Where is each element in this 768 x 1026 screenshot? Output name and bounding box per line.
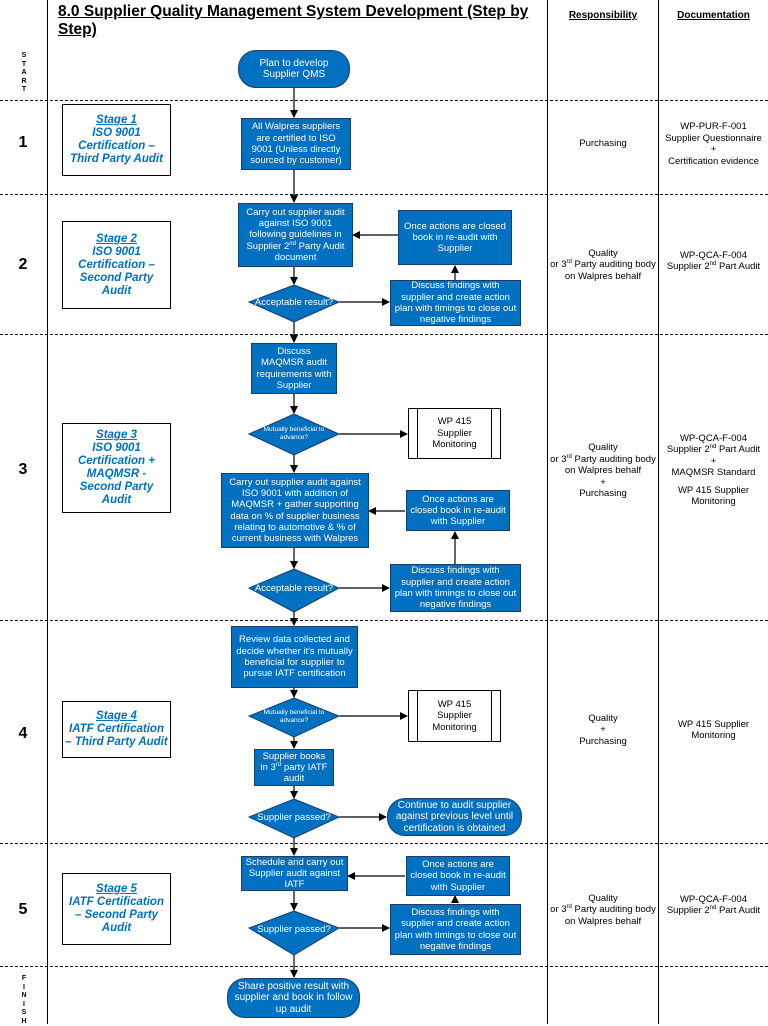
decision-diamond (247, 568, 341, 613)
documentation-row-2: WP-QCA-F-004 Supplier 2nd Part Audit (666, 249, 761, 273)
responsibility-row-2: Quality or 3rd Party auditing body on Wa… (550, 247, 656, 282)
start-node: Plan to develop Supplier QMS (238, 50, 350, 88)
responsibility-row-5: Quality or 3rd Party auditing body on Wa… (550, 892, 656, 927)
finish-node: Share positive result with supplier and … (227, 978, 360, 1018)
row-number-3: 3 (18, 461, 28, 478)
row-divider (0, 100, 768, 101)
stage-2-discuss-findings: Discuss findings with supplier and creat… (390, 280, 521, 326)
row-number-1: 1 (18, 134, 28, 151)
documentation-row-3: WP-QCA-F-004 Supplier 2nd Part Audit + M… (666, 432, 761, 508)
row-divider (0, 620, 768, 621)
stage-4-book-audit: Supplier books in 3rd party IATF audit (254, 749, 334, 786)
page-title: 8.0 Supplier Quality Management System D… (58, 3, 529, 38)
decision-diamond (247, 413, 341, 456)
stage-2-decision-label: Acceptable result? (254, 296, 334, 308)
responsibility-row-4: Quality + Purchasing (579, 712, 627, 747)
stage-3-decision-label: Acceptable result? (254, 582, 334, 594)
stage-1-process: All Walpres suppliers are certified to I… (241, 118, 351, 170)
stage-3-mutual-decision-label: Mutually beneficial to advance? (263, 426, 325, 441)
stage-4-continue-node: Continue to audit supplier against previ… (387, 798, 522, 836)
grid-line (658, 0, 659, 1024)
row-number-5: 5 (18, 901, 28, 918)
responsibility-row-1: Purchasing (579, 138, 627, 150)
stage-5-discuss-findings: Discuss findings with supplier and creat… (390, 904, 521, 955)
row-divider (0, 843, 768, 844)
decision-diamond (247, 798, 341, 839)
decision-diamond (247, 910, 341, 956)
row-number-4: 4 (18, 725, 28, 742)
stage-4-review: Review data collected and decide whether… (231, 626, 358, 688)
row-divider (0, 334, 768, 335)
row-divider (0, 194, 768, 195)
decision-diamond (247, 284, 341, 323)
row-number-2: 2 (18, 256, 28, 273)
stage-3-audit: Carry out supplier audit against ISO 900… (221, 473, 369, 548)
row-divider (0, 966, 768, 967)
stage-2-audit: Carry out supplier audit against ISO 900… (238, 203, 353, 267)
grid-line (547, 0, 548, 1024)
stage-4-mutual-decision-label: Mutually beneficial to advance? (263, 709, 325, 724)
grid-line (47, 0, 48, 1024)
documentation-header: Documentation (677, 10, 750, 21)
responsibility-header: Responsibility (568, 10, 638, 21)
stage-3-discuss-findings: Discuss findings with supplier and creat… (390, 564, 521, 612)
documentation-row-4: WP 415 Supplier Monitoring (677, 718, 750, 742)
stage-3-supplier-monitoring: WP 415 Supplier Monitoring (408, 408, 501, 459)
stage-3-discuss: Discuss MAQMSR audit requirements with S… (251, 343, 337, 394)
stage-4-supplier-monitoring: WP 415 Supplier Monitoring (408, 690, 501, 742)
documentation-row-1: WP-PUR-F-001 Supplier Questionnaire + Ce… (665, 121, 762, 167)
stage-5-decision-label: Supplier passed? (257, 923, 331, 935)
stage-4-decision-label: Supplier passed? (257, 811, 331, 823)
responsibility-row-3: Quality or 3rd Party auditing body on Wa… (550, 442, 656, 500)
stage-2-reaudit: Once actions are closed book in re-audit… (398, 210, 512, 265)
stage-5-reaudit: Once actions are closed book in re-audit… (406, 856, 510, 896)
stage-5-schedule: Schedule and carry out Supplier audit ag… (241, 856, 348, 891)
decision-diamond (247, 697, 341, 738)
documentation-row-5: WP-QCA-F-004 Supplier 2nd Part Audit (666, 893, 761, 917)
stage-3-reaudit: Once actions are closed book in re-audit… (406, 490, 510, 531)
